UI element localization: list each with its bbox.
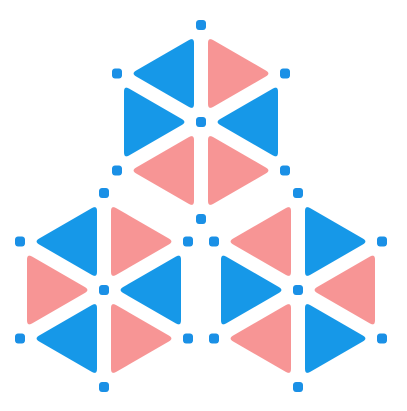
hexagon-bottom-right <box>221 207 375 373</box>
vertex-dot <box>196 20 206 30</box>
vertex-dot <box>112 68 122 79</box>
vertex-dot <box>196 117 206 127</box>
vertex-dot <box>112 165 122 176</box>
pink-triangle <box>111 304 172 373</box>
vertex-dot <box>293 188 303 198</box>
pink-triangle <box>111 207 172 276</box>
vertex-dot <box>377 236 387 247</box>
vertex-dot <box>15 236 25 247</box>
pink-triangle <box>314 255 375 325</box>
pink-triangle <box>208 136 269 205</box>
blue-triangle <box>36 304 97 373</box>
vertex-dot <box>209 236 219 247</box>
blue-triangle <box>305 304 366 373</box>
vertex-dot <box>183 236 193 247</box>
blue-triangle <box>124 87 185 157</box>
blue-triangle <box>36 207 97 276</box>
pink-triangle <box>27 255 88 325</box>
vertex-dot <box>99 188 109 198</box>
vertex-dot <box>196 214 206 224</box>
hexagon-group <box>27 39 375 373</box>
hexagon-bottom-left <box>27 207 181 373</box>
vertex-dot <box>377 333 387 344</box>
blue-triangle <box>221 255 282 325</box>
pink-triangle <box>208 39 269 108</box>
vertex-dot-group <box>15 20 387 392</box>
blue-triangle <box>305 207 366 276</box>
blue-triangle <box>120 255 181 325</box>
vertex-dot <box>183 333 193 344</box>
vertex-dot <box>293 285 303 295</box>
vertex-dot <box>209 333 219 344</box>
vertex-dot <box>99 382 109 392</box>
vertex-dot <box>293 382 303 392</box>
blue-triangle <box>133 39 194 108</box>
vertex-dot <box>280 165 290 176</box>
vertex-dot <box>99 285 109 295</box>
pink-triangle <box>230 207 291 276</box>
pink-triangle <box>133 136 194 205</box>
vertex-dot <box>280 68 290 79</box>
pink-triangle <box>230 304 291 373</box>
vertex-dot <box>15 333 25 344</box>
hexagon-top <box>124 39 278 205</box>
blue-triangle <box>217 87 278 157</box>
